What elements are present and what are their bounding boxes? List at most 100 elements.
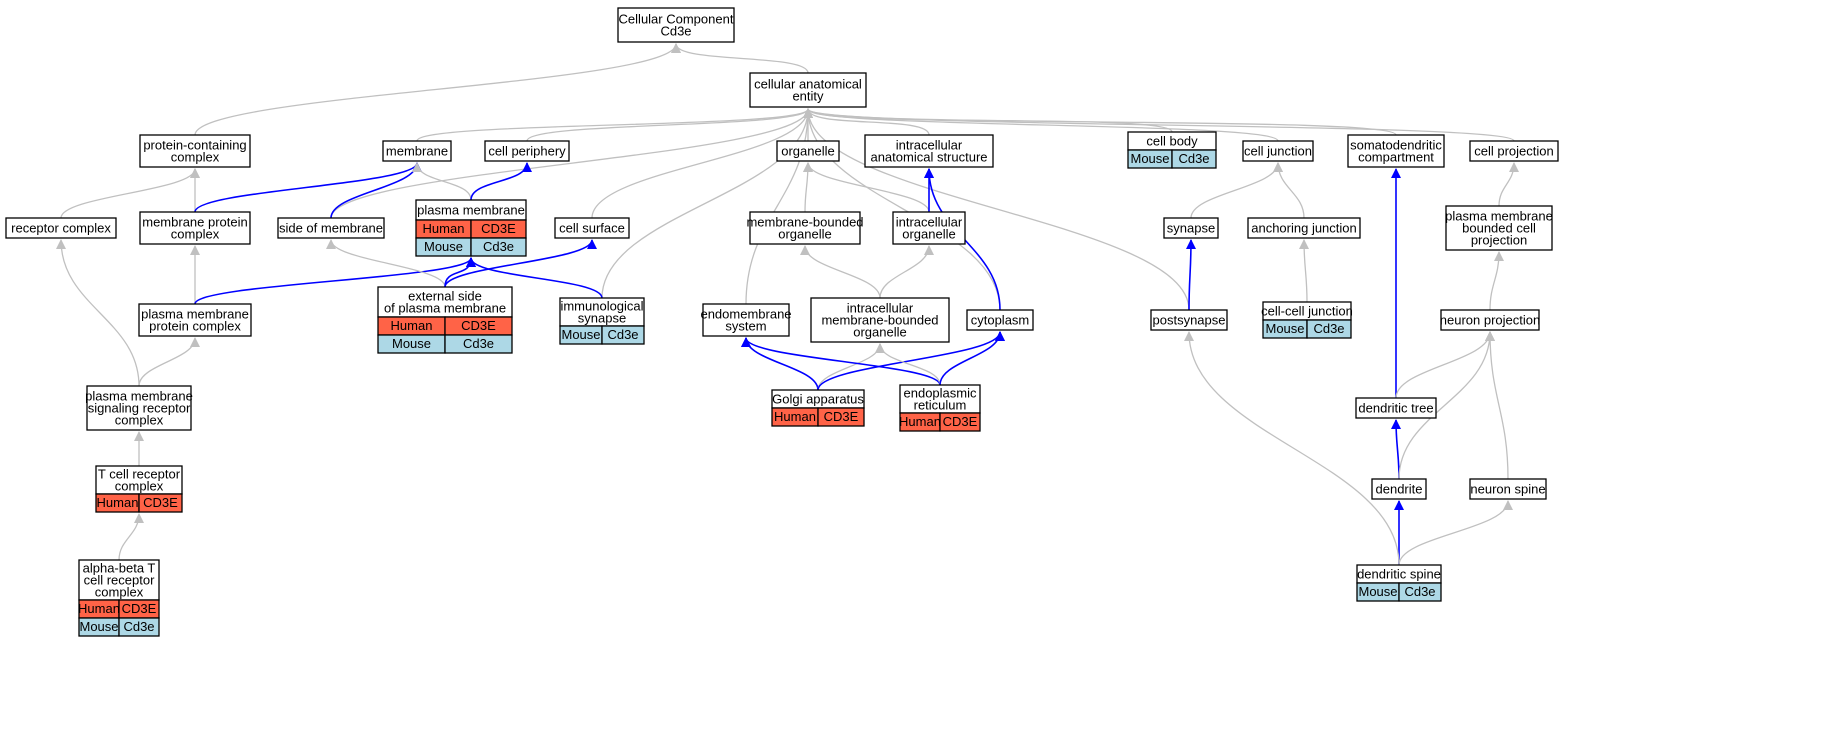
node-box	[554, 217, 630, 239]
edge-golgi-to-imbo	[817, 343, 885, 391]
gene-label: Cd3e	[1313, 321, 1344, 336]
edge-pcc-to-root	[194, 43, 681, 136]
gene-label: CD3E	[824, 409, 859, 424]
edge-dendrite-to-dendtree	[1391, 419, 1402, 480]
node-anchoring[interactable]: anchoring junction	[1247, 217, 1361, 239]
node-box	[1445, 205, 1553, 251]
node-label: reticulum	[914, 398, 967, 413]
gene-label: Cd3e	[607, 327, 638, 342]
node-nspine[interactable]: neuron spine	[1469, 478, 1547, 500]
gene-label: Cd3e	[483, 239, 514, 254]
gene-label: CD3E	[143, 495, 178, 510]
node-label: Cd3e	[660, 24, 691, 39]
node-label: plasma membrane	[141, 307, 249, 322]
node-label: protein complex	[149, 319, 241, 334]
node-box	[1347, 134, 1445, 168]
node-box	[277, 217, 385, 239]
gene-cell	[118, 617, 160, 637]
edge-pmbcp-to-cellproj	[1498, 162, 1519, 207]
node-label: complex	[115, 413, 164, 428]
node-cellproj[interactable]: cell projection	[1469, 140, 1559, 162]
edge-neuronproj-to-pmbcp	[1489, 251, 1504, 311]
gene-label: CD3E	[481, 221, 516, 236]
node-label: external side	[408, 289, 482, 304]
node-organelle[interactable]: organelle	[776, 140, 840, 162]
node-label: membrane	[386, 144, 448, 159]
node-receptor[interactable]: receptor complex	[5, 217, 117, 239]
node-box	[1150, 309, 1228, 331]
node-box	[864, 134, 994, 168]
edge-er-to-endomem	[741, 337, 941, 386]
gene-cell	[1171, 149, 1217, 169]
gene-label: Cd3e	[1178, 151, 1209, 166]
node-cytoplasm[interactable]: cytoplasm	[966, 309, 1034, 331]
node-box	[617, 7, 735, 43]
node-box	[776, 140, 840, 162]
species-label: Mouse	[1130, 151, 1169, 166]
node-label: intracellular	[896, 215, 963, 230]
node-label: cellular anatomical	[754, 77, 862, 92]
node-sidemem[interactable]: side of membrane	[277, 217, 385, 239]
species-label: Human	[97, 495, 139, 510]
node-label: entity	[792, 89, 824, 104]
node-dendrite[interactable]: dendrite	[1371, 478, 1427, 500]
edge-dendrite-to-neuronproj	[1398, 331, 1495, 480]
edge-pm-to-membrane	[412, 162, 472, 201]
node-label: membrane protein	[142, 215, 248, 230]
node-dendtree[interactable]: dendritic tree	[1355, 397, 1437, 419]
node-label: immunological	[560, 299, 643, 314]
node-membrane[interactable]: membrane	[382, 140, 452, 162]
node-celljunction[interactable]: cell junction	[1242, 140, 1314, 162]
edge-receptor-to-pcc	[60, 168, 200, 219]
node-postsyn[interactable]: postsynapse	[1150, 309, 1228, 331]
edge-dendtree-to-neuronproj	[1395, 331, 1495, 399]
node-box	[1371, 478, 1427, 500]
node-box	[1247, 217, 1361, 239]
node-label: complex	[95, 585, 144, 600]
edge-dspine-to-postsyn	[1184, 331, 1400, 566]
node-label: organelle	[902, 227, 956, 242]
node-box	[1163, 217, 1219, 239]
edge-imbo-to-mbo	[800, 245, 881, 299]
gene-label: Cd3e	[1404, 584, 1435, 599]
node-box	[5, 217, 117, 239]
species-label: Mouse	[1358, 584, 1397, 599]
node-label: endomembrane	[700, 307, 791, 322]
node-synapse[interactable]: synapse	[1163, 217, 1219, 239]
node-box	[1242, 140, 1314, 162]
node-cellsurface[interactable]: cell surface	[554, 217, 630, 239]
node-neuronproj[interactable]: neuron projection	[1440, 309, 1540, 331]
node-box	[382, 140, 452, 162]
gene-label: CD3E	[461, 318, 496, 333]
edge-layer	[56, 43, 1519, 566]
edge-esopm-to-sidemem	[326, 239, 446, 288]
node-cellperiph[interactable]: cell periphery	[484, 140, 570, 162]
node-label: Cellular Component	[619, 12, 734, 27]
node-label: cell receptor	[84, 573, 155, 588]
node-box	[966, 309, 1034, 331]
